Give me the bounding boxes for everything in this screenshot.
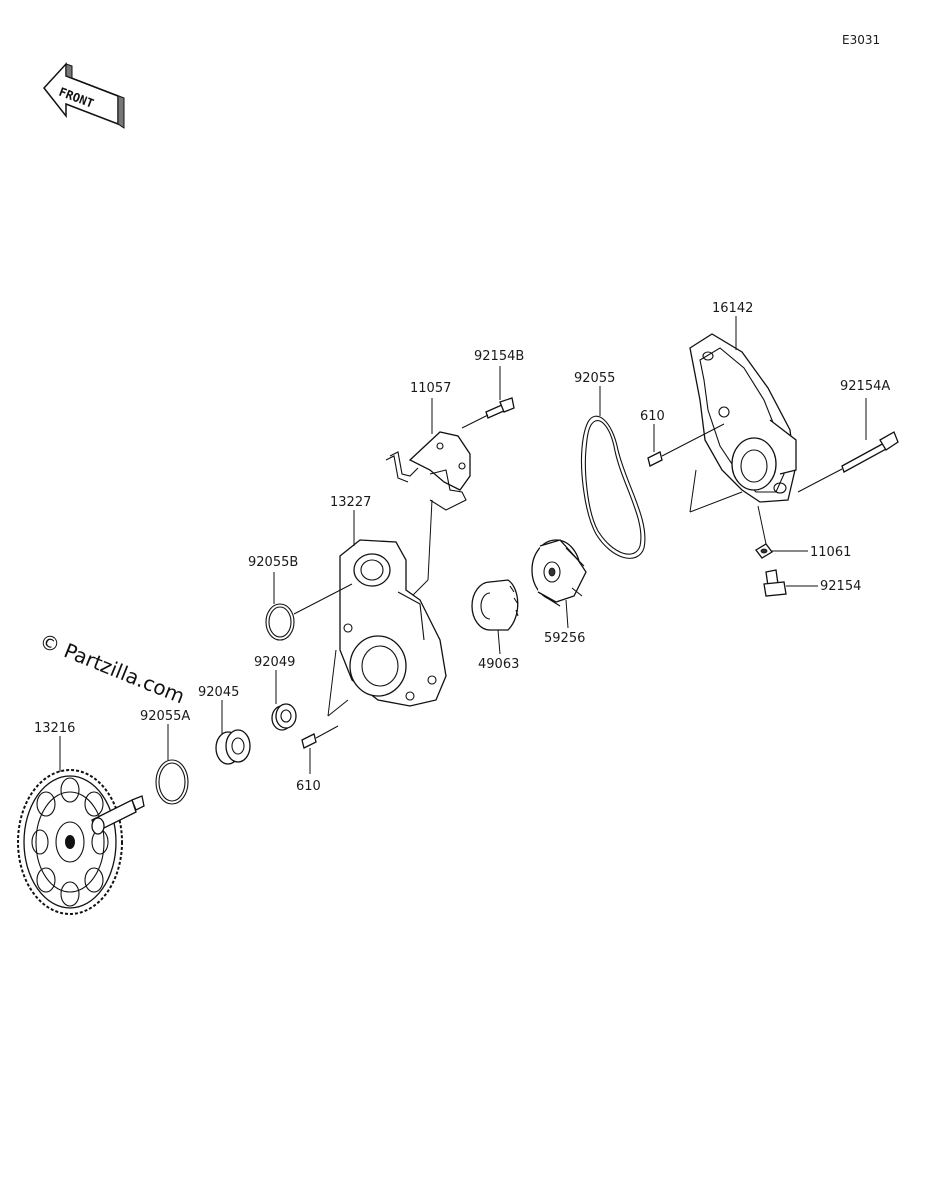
dowel-pin-610-bottom	[301, 725, 339, 774]
label-92055: 92055	[574, 371, 615, 386]
label-92055A: 92055A	[140, 709, 190, 724]
label-16142: 16142	[712, 301, 753, 316]
front-arrow-icon: FRONT	[43, 62, 125, 129]
bracket-11057	[385, 398, 471, 601]
seal-49063	[471, 579, 519, 655]
label-610-top: 610	[640, 409, 665, 424]
label-92154B: 92154B	[474, 349, 524, 364]
pump-cover-16142	[689, 316, 797, 513]
label-11057: 11057	[410, 381, 451, 396]
oil-seal-92049	[271, 670, 297, 731]
dowel-pin-610-top	[647, 423, 725, 467]
label-92154A: 92154A	[840, 379, 890, 394]
label-13227: 13227	[330, 495, 371, 510]
bolt-92154A	[797, 398, 899, 493]
gear-shaft-13216	[17, 736, 145, 915]
bearing-92045	[215, 700, 251, 765]
label-92045: 92045	[198, 685, 239, 700]
diagram-code: E3031	[842, 33, 880, 47]
label-59256: 59256	[544, 631, 585, 646]
label-92154: 92154	[820, 579, 861, 594]
washer-11061	[755, 505, 808, 559]
label-13216: 13216	[34, 721, 75, 736]
oring-92055	[580, 386, 646, 559]
label-92055B: 92055B	[248, 555, 298, 570]
bolt-92154	[763, 569, 818, 597]
bolt-92154B	[461, 366, 515, 429]
label-49063: 49063	[478, 657, 519, 672]
impeller-59256	[531, 539, 587, 629]
pump-housing-13227	[327, 510, 447, 717]
watermark: © Partzilla.com	[36, 628, 188, 708]
label-610-bottom: 610	[296, 779, 321, 794]
oring-92055B	[265, 572, 353, 641]
label-92049: 92049	[254, 655, 295, 670]
oring-92055A	[155, 724, 189, 805]
label-11061: 11061	[810, 545, 851, 560]
